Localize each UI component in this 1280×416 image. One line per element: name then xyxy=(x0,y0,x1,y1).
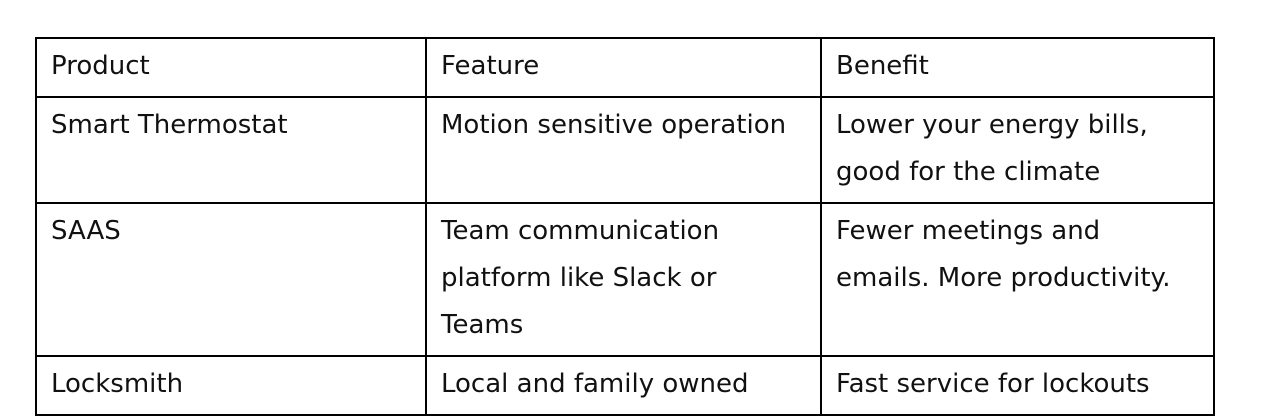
table-cell-benefit: Lower your energy bills, good for the cl… xyxy=(820,96,1215,204)
table-cell-benefit: Fewer meetings and emails. More producti… xyxy=(820,202,1215,357)
column-header-feature: Feature xyxy=(425,37,822,98)
table-header-row: Product Feature Benefit xyxy=(35,37,1215,98)
table-row: SAAS Team communication platform like Sl… xyxy=(35,202,1215,357)
product-feature-benefit-table: Product Feature Benefit Smart Thermostat… xyxy=(35,37,1215,416)
table-cell-product: Locksmith xyxy=(35,355,427,416)
table-cell-feature: Team communication platform like Slack o… xyxy=(425,202,822,357)
column-header-product: Product xyxy=(35,37,427,98)
table-row: Smart Thermostat Motion sensitive operat… xyxy=(35,96,1215,204)
table-row: Locksmith Local and family owned Fast se… xyxy=(35,355,1215,416)
table-cell-benefit: Fast service for lockouts xyxy=(820,355,1215,416)
table-cell-feature: Motion sensitive operation xyxy=(425,96,822,204)
table-cell-feature: Local and family owned xyxy=(425,355,822,416)
column-header-benefit: Benefit xyxy=(820,37,1215,98)
table-cell-product: SAAS xyxy=(35,202,427,357)
table-cell-product: Smart Thermostat xyxy=(35,96,427,204)
